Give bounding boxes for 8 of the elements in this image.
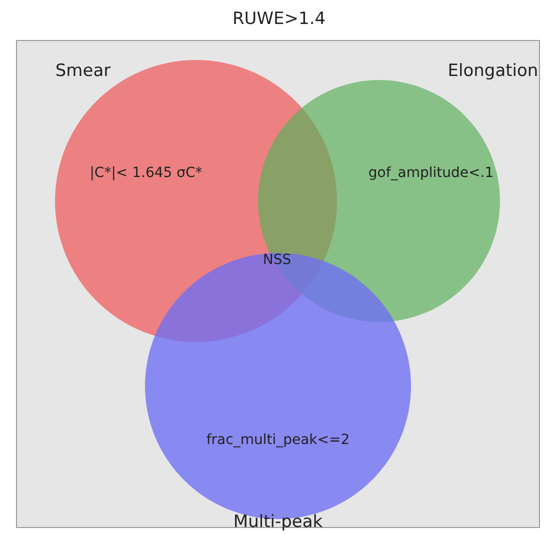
set-condition: |C*|< 1.645 σC*	[90, 165, 202, 181]
intersection-label: NSS	[262, 252, 292, 268]
set-condition: gof_amplitude<.1	[368, 165, 494, 181]
plot-title: RUWE>1.4	[232, 9, 326, 29]
set-condition: frac_multi_peak<=2	[206, 432, 350, 448]
set-name: Smear	[55, 61, 111, 81]
set-name: Elongation	[448, 61, 538, 81]
set-name: Multi-peak	[233, 512, 323, 532]
